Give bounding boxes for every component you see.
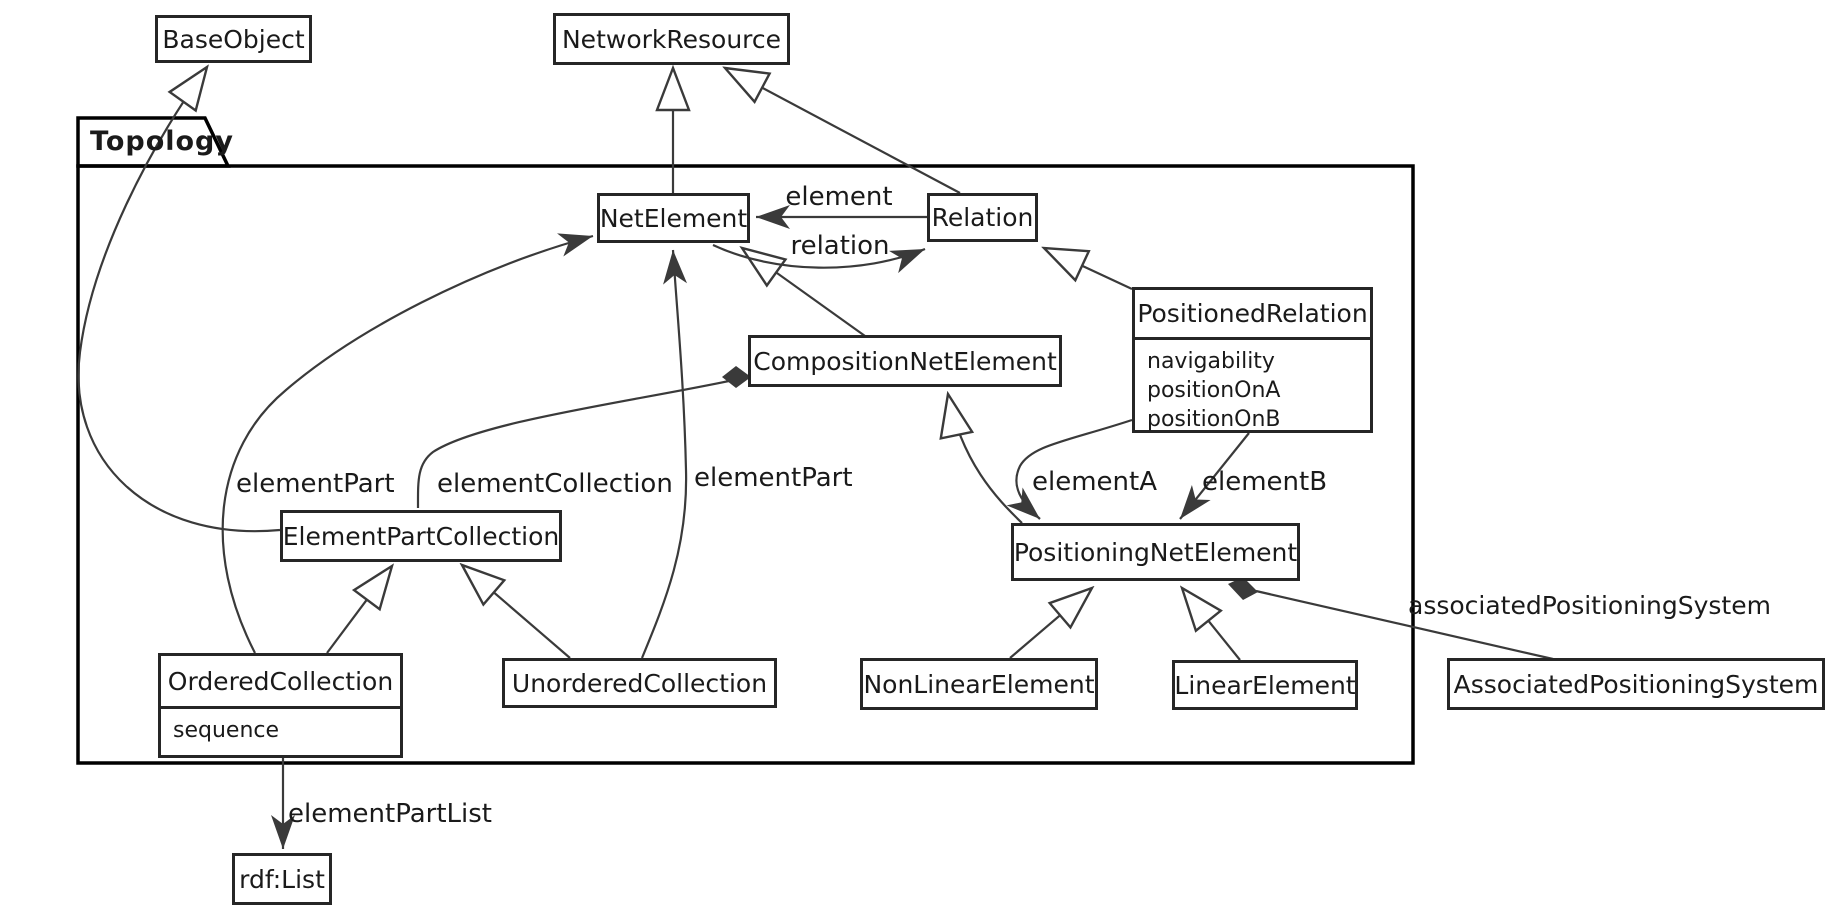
- edge-composition-elementcollection: [416, 375, 749, 509]
- class-orderedcollection-name: OrderedCollection: [167, 666, 394, 696]
- composition-diamond-compositionnetelement: [722, 366, 751, 388]
- edge-generalization-linearelement-positioningnetelement: [1182, 588, 1241, 661]
- edge-generalization-orderedcollection-elementpartcollection: [326, 566, 392, 654]
- class-unorderedcollection-name: UnorderedCollection: [511, 668, 768, 698]
- edge-label-relation: relation: [790, 231, 890, 261]
- class-relation: Relation: [927, 193, 1038, 242]
- edge-label-elementa: elementA: [1032, 467, 1157, 497]
- class-unorderedcollection: UnorderedCollection: [502, 658, 777, 708]
- class-rdflist-name: rdf:List: [239, 864, 325, 894]
- class-rdflist: rdf:List: [232, 853, 332, 905]
- edge-composition-associatedpositioningsystem: [1255, 589, 1554, 661]
- class-netelement: NetElement: [597, 193, 750, 243]
- class-baseobject: BaseObject: [155, 15, 312, 63]
- package-border: [76, 164, 1415, 765]
- edge-label-associatedpositioningsystem: associatedPositioningSystem: [1408, 591, 1771, 620]
- class-elementpartcollection-name: ElementPartCollection: [282, 521, 560, 551]
- class-baseobject-name: BaseObject: [162, 24, 305, 54]
- edge-association-relation: [712, 244, 926, 274]
- edge-association-elementpart-unorderedcollection-netelement: [640, 249, 688, 659]
- edge-label-element: element: [785, 182, 893, 212]
- edge-label-elementb: elementB: [1202, 467, 1328, 497]
- class-positionedrelation-attributes: navigability positionOnA positionOnB: [1135, 337, 1370, 434]
- class-positioningnetelement-name: PositioningNetElement: [1013, 537, 1298, 567]
- edge-label-elementcollection: elementCollection: [437, 469, 673, 499]
- edge-label-elementpart-mid: elementPart: [694, 463, 853, 493]
- attribute: sequence: [173, 718, 280, 743]
- package-title: Topology: [90, 126, 234, 157]
- edge-generalization-nonlinearelement-positioningnetelement: [1009, 588, 1092, 659]
- edge-generalization-relation-networkresource: [725, 68, 961, 194]
- edge-association-elementb: [1179, 432, 1250, 520]
- class-linearelement: LinearElement: [1172, 660, 1358, 710]
- attribute: positionOnB: [1147, 407, 1281, 432]
- class-netelement-name: NetElement: [599, 203, 748, 233]
- edge-association-elementpart-orderedcollection-netelement: [221, 233, 594, 654]
- class-networkresource-name: NetworkResource: [561, 24, 782, 54]
- class-positionedrelation-name: PositionedRelation: [1137, 299, 1368, 328]
- edge-label-elementpartlist: elementPartList: [288, 799, 492, 829]
- class-orderedcollection: OrderedCollection sequence: [158, 653, 403, 758]
- class-nonlinearelement: NonLinearElement: [860, 658, 1098, 710]
- class-positioningnetelement: PositioningNetElement: [1011, 523, 1300, 581]
- edge-generalization-elementpartcollection-baseobject: [77, 67, 281, 533]
- class-networkresource: NetworkResource: [553, 13, 790, 65]
- edge-label-elementpart-left: elementPart: [236, 469, 395, 499]
- class-nonlinearelement-name: NonLinearElement: [863, 669, 1095, 699]
- class-associatedpositioningsystem-name: AssociatedPositioningSystem: [1453, 669, 1819, 699]
- class-compositionnetelement-name: CompositionNetElement: [753, 346, 1057, 376]
- class-associatedpositioningsystem: AssociatedPositioningSystem: [1447, 658, 1825, 710]
- edge-generalization-compositionnetelement-netelement: [742, 248, 866, 337]
- edge-association-elementa: [1006, 418, 1133, 520]
- class-positionedrelation: PositionedRelation navigability position…: [1132, 287, 1373, 433]
- class-orderedcollection-attributes: sequence: [161, 706, 400, 755]
- attribute: navigability: [1147, 349, 1275, 374]
- attribute: positionOnA: [1147, 378, 1281, 403]
- class-relation-name: Relation: [931, 203, 1034, 232]
- class-linearelement-name: LinearElement: [1174, 670, 1356, 700]
- edge-generalization-positioningnetelement-compositionnetelement: [948, 394, 1023, 524]
- composition-diamond-positioningnetelement: [1228, 577, 1258, 600]
- class-elementpartcollection: ElementPartCollection: [280, 510, 562, 562]
- class-compositionnetelement: CompositionNetElement: [748, 335, 1062, 387]
- edge-generalization-unorderedcollection-elementpartcollection: [462, 565, 571, 659]
- edge-generalization-positionedrelation-relation: [1044, 248, 1133, 290]
